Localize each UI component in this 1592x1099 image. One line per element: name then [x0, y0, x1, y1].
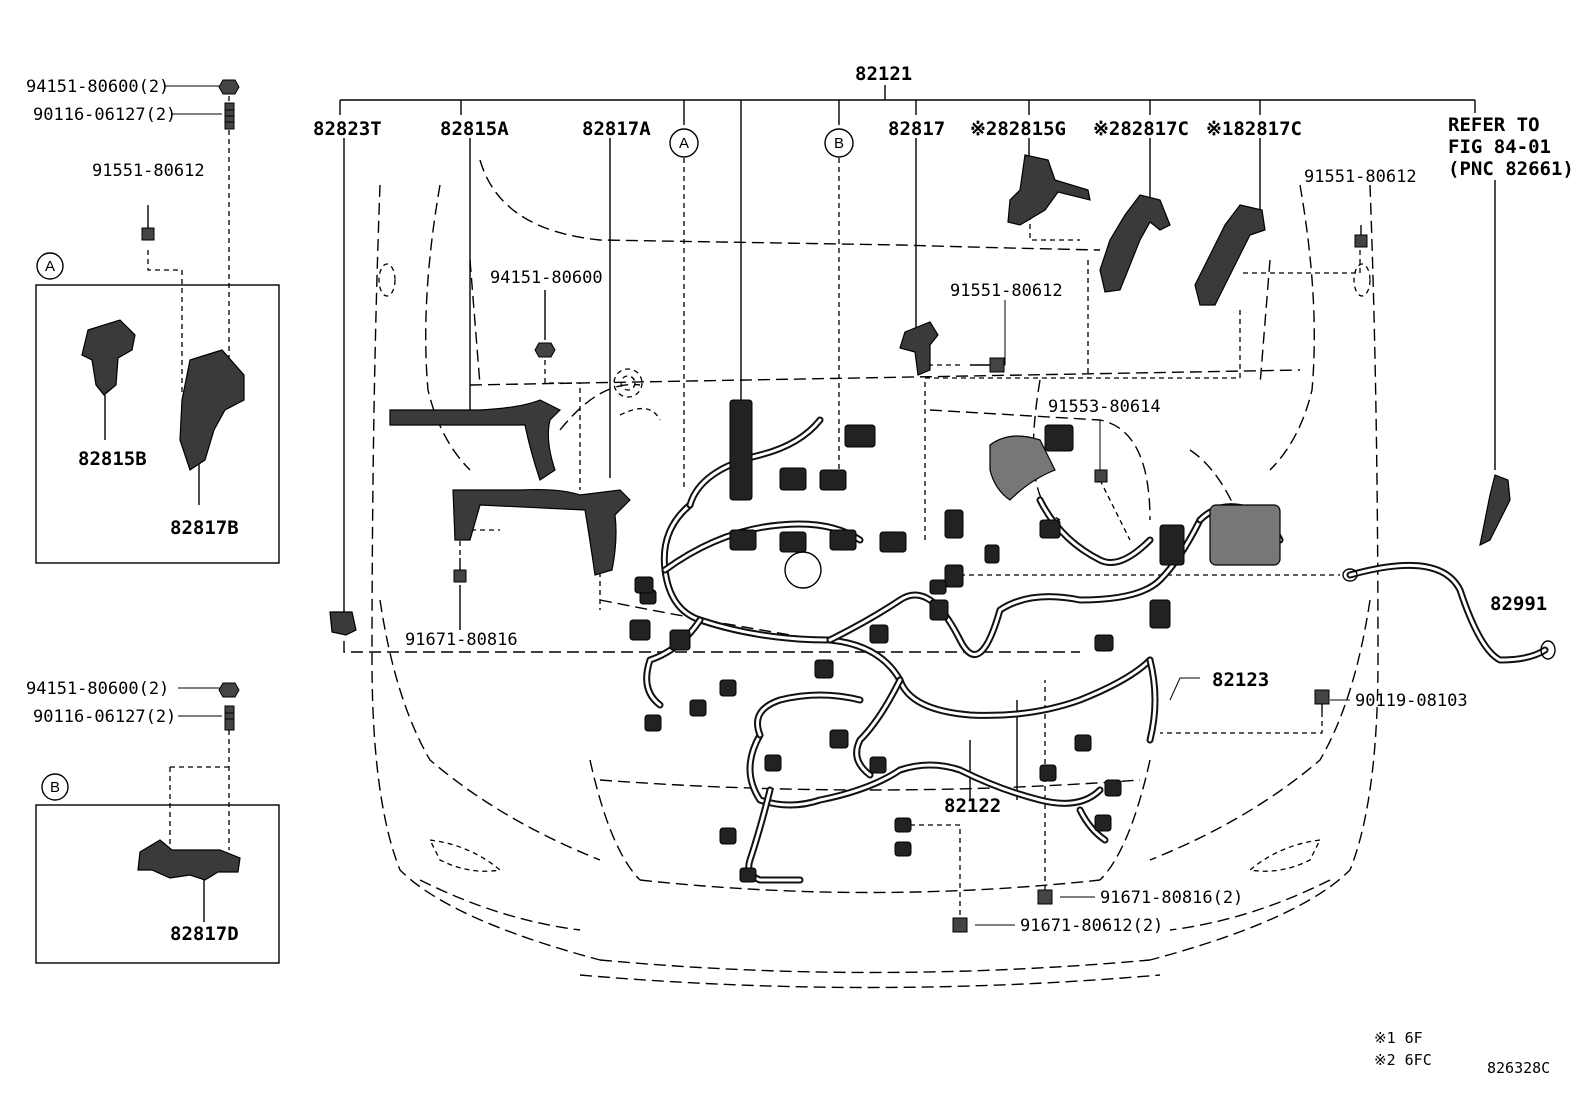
label-bolt-90119: 90119-08103 — [1355, 691, 1468, 711]
label-82817D: 82817D — [170, 923, 239, 945]
label-nut-b: 94151-80600(2) — [26, 679, 169, 699]
inset-b — [35, 682, 280, 964]
inset-a-label: A — [45, 258, 55, 275]
label-82817B: 82817B — [170, 517, 239, 539]
label-bolt-91553: 91553-80614 — [1048, 397, 1161, 417]
label-bolt-91671-612-2: 91671-80612(2) — [1020, 916, 1163, 936]
label-bolt-right: 91551-80612 — [1304, 167, 1417, 187]
label-82123: 82123 — [1212, 669, 1269, 691]
label-stud-top: 90116-06127(2) — [33, 105, 176, 125]
label-82815G: ※282815G — [970, 118, 1066, 140]
label-nut-center: 94151-80600 — [490, 268, 603, 288]
engine-wire-harness — [643, 416, 1556, 884]
label-stud-b: 90116-06127(2) — [33, 707, 176, 727]
note-1: ※1 6F — [1374, 1029, 1423, 1047]
figure-code: 826328C — [1487, 1059, 1550, 1077]
label-82121: 82121 — [855, 63, 912, 85]
label-82817C-1: ※182817C — [1206, 118, 1302, 140]
top-left-fasteners — [141, 79, 240, 241]
label-82817: 82817 — [888, 118, 945, 140]
label-bolt-a: 91551-80612 — [92, 161, 205, 181]
label-bolt-91671-left: 91671-80816 — [405, 630, 518, 650]
label-82122: 82122 — [944, 795, 1001, 817]
label-nut-top: 94151-80600(2) — [26, 77, 169, 97]
label-82815A: 82815A — [440, 118, 509, 140]
callout-b-top: B — [834, 135, 844, 152]
harness-connectors — [629, 399, 1281, 883]
label-bolt-91671-816-2: 91671-80816(2) — [1100, 888, 1243, 908]
refer-line-2: FIG 84-01 — [1448, 136, 1551, 158]
callout-a-top: A — [679, 135, 689, 152]
label-82991: 82991 — [1490, 593, 1547, 615]
refer-line-3: (PNC 82661) — [1448, 158, 1574, 180]
note-2: ※2 6FC — [1374, 1051, 1432, 1069]
inset-a — [35, 284, 280, 564]
label-82815B: 82815B — [78, 448, 147, 470]
circled-callouts — [36, 128, 854, 801]
label-82823T: 82823T — [313, 118, 382, 140]
leader-lines — [104, 85, 1496, 926]
part-labels: 82121 82823T 82815A 82817A A B 82817 ※28… — [26, 63, 1574, 1077]
label-82817A: 82817A — [582, 118, 651, 140]
inset-b-label: B — [50, 779, 60, 796]
refer-line-1: REFER TO — [1448, 114, 1540, 136]
label-bolt-center: 91551-80612 — [950, 281, 1063, 301]
harness-protectors — [329, 154, 1511, 933]
label-82817C-2: ※282817C — [1093, 118, 1189, 140]
